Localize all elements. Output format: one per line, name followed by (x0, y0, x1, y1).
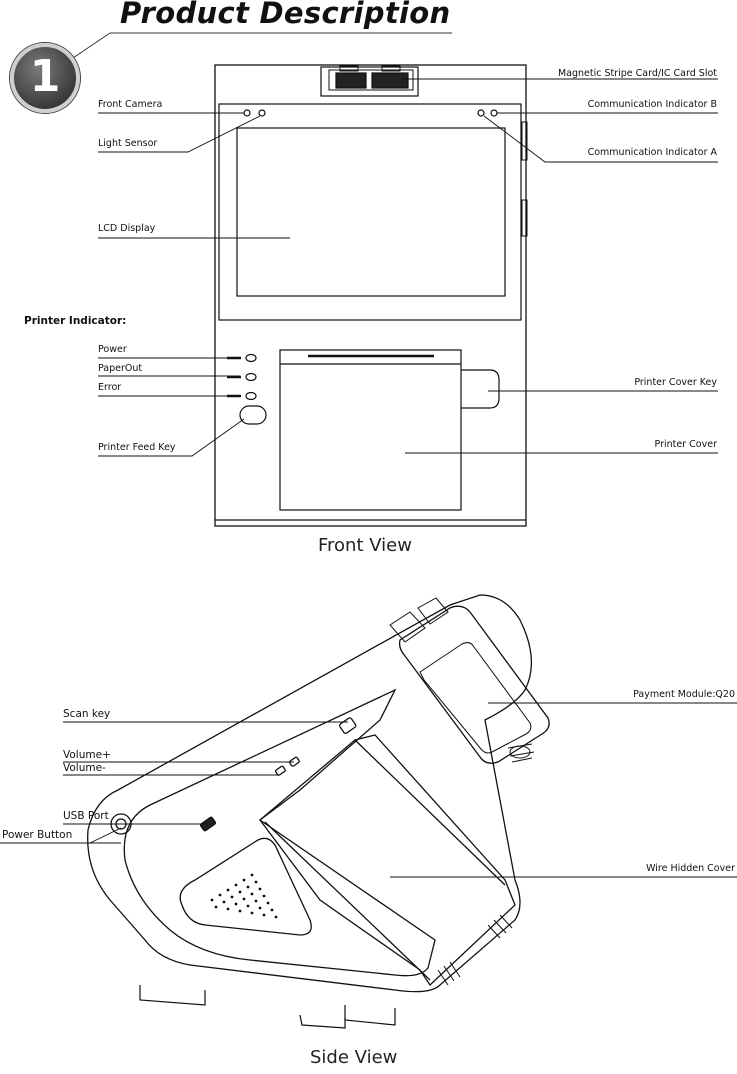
front-view-caption: Front View (318, 535, 412, 556)
page-title: Product Description (120, 0, 451, 30)
label-comm-indicator-b: Communication Indicator B (587, 99, 717, 110)
label-comm-indicator-a: Communication Indicator A (587, 147, 717, 158)
printer-indicator-heading: Printer Indicator: (24, 315, 127, 327)
label-scan-key: Scan key (63, 708, 111, 720)
label-error: Error (98, 382, 122, 393)
label-printer-cover: Printer Cover (654, 439, 717, 450)
front-leader-lines (98, 78, 718, 457)
label-usb-port: USB Port (63, 810, 109, 822)
label-wire-hidden-cover: Wire Hidden Cover (646, 863, 735, 874)
label-payment-module: Payment Module:Q20 (633, 689, 735, 700)
label-paper-out: PaperOut (98, 363, 143, 374)
printer-cover-key-shape (461, 369, 500, 409)
speaker-dots (210, 873, 278, 919)
label-printer-cover-key: Printer Cover Key (634, 377, 717, 388)
label-light-sensor: Light Sensor (98, 138, 158, 149)
badge-connector (69, 32, 111, 61)
side-view-device (87, 594, 550, 1029)
section-number-badge: 1 (10, 43, 80, 113)
speaker-grille (179, 837, 312, 936)
label-front-camera: Front Camera (98, 99, 163, 110)
wire-hidden-cover-shape (259, 734, 516, 987)
front-camera (243, 109, 251, 117)
comm-indicator-a (477, 109, 485, 117)
printer-feed-key-shape (239, 405, 267, 425)
scan-key-shape (338, 717, 357, 734)
label-volume-minus: Volume- (63, 762, 106, 774)
label-volume-plus: Volume+ (63, 749, 111, 761)
comm-indicator-b (490, 109, 498, 117)
label-power-button: Power Button (2, 829, 73, 841)
module-roller (507, 743, 535, 763)
volume-minus-shape (274, 765, 286, 776)
card-slot (320, 66, 419, 97)
label-card-slot: Magnetic Stripe Card/IC Card Slot (557, 68, 717, 79)
payment-module-shape (398, 605, 550, 764)
label-power: Power (98, 344, 127, 355)
volume-plus-shape (288, 756, 300, 767)
label-lcd-display: LCD Display (98, 223, 156, 234)
side-view-caption: Side View (310, 1047, 398, 1068)
printer-cover-shape (279, 349, 462, 511)
light-sensor (258, 109, 266, 117)
lcd-screen (236, 127, 506, 297)
label-printer-feed-key: Printer Feed Key (98, 442, 176, 453)
front-view-device (214, 64, 528, 527)
side-leader-lines (0, 702, 737, 878)
